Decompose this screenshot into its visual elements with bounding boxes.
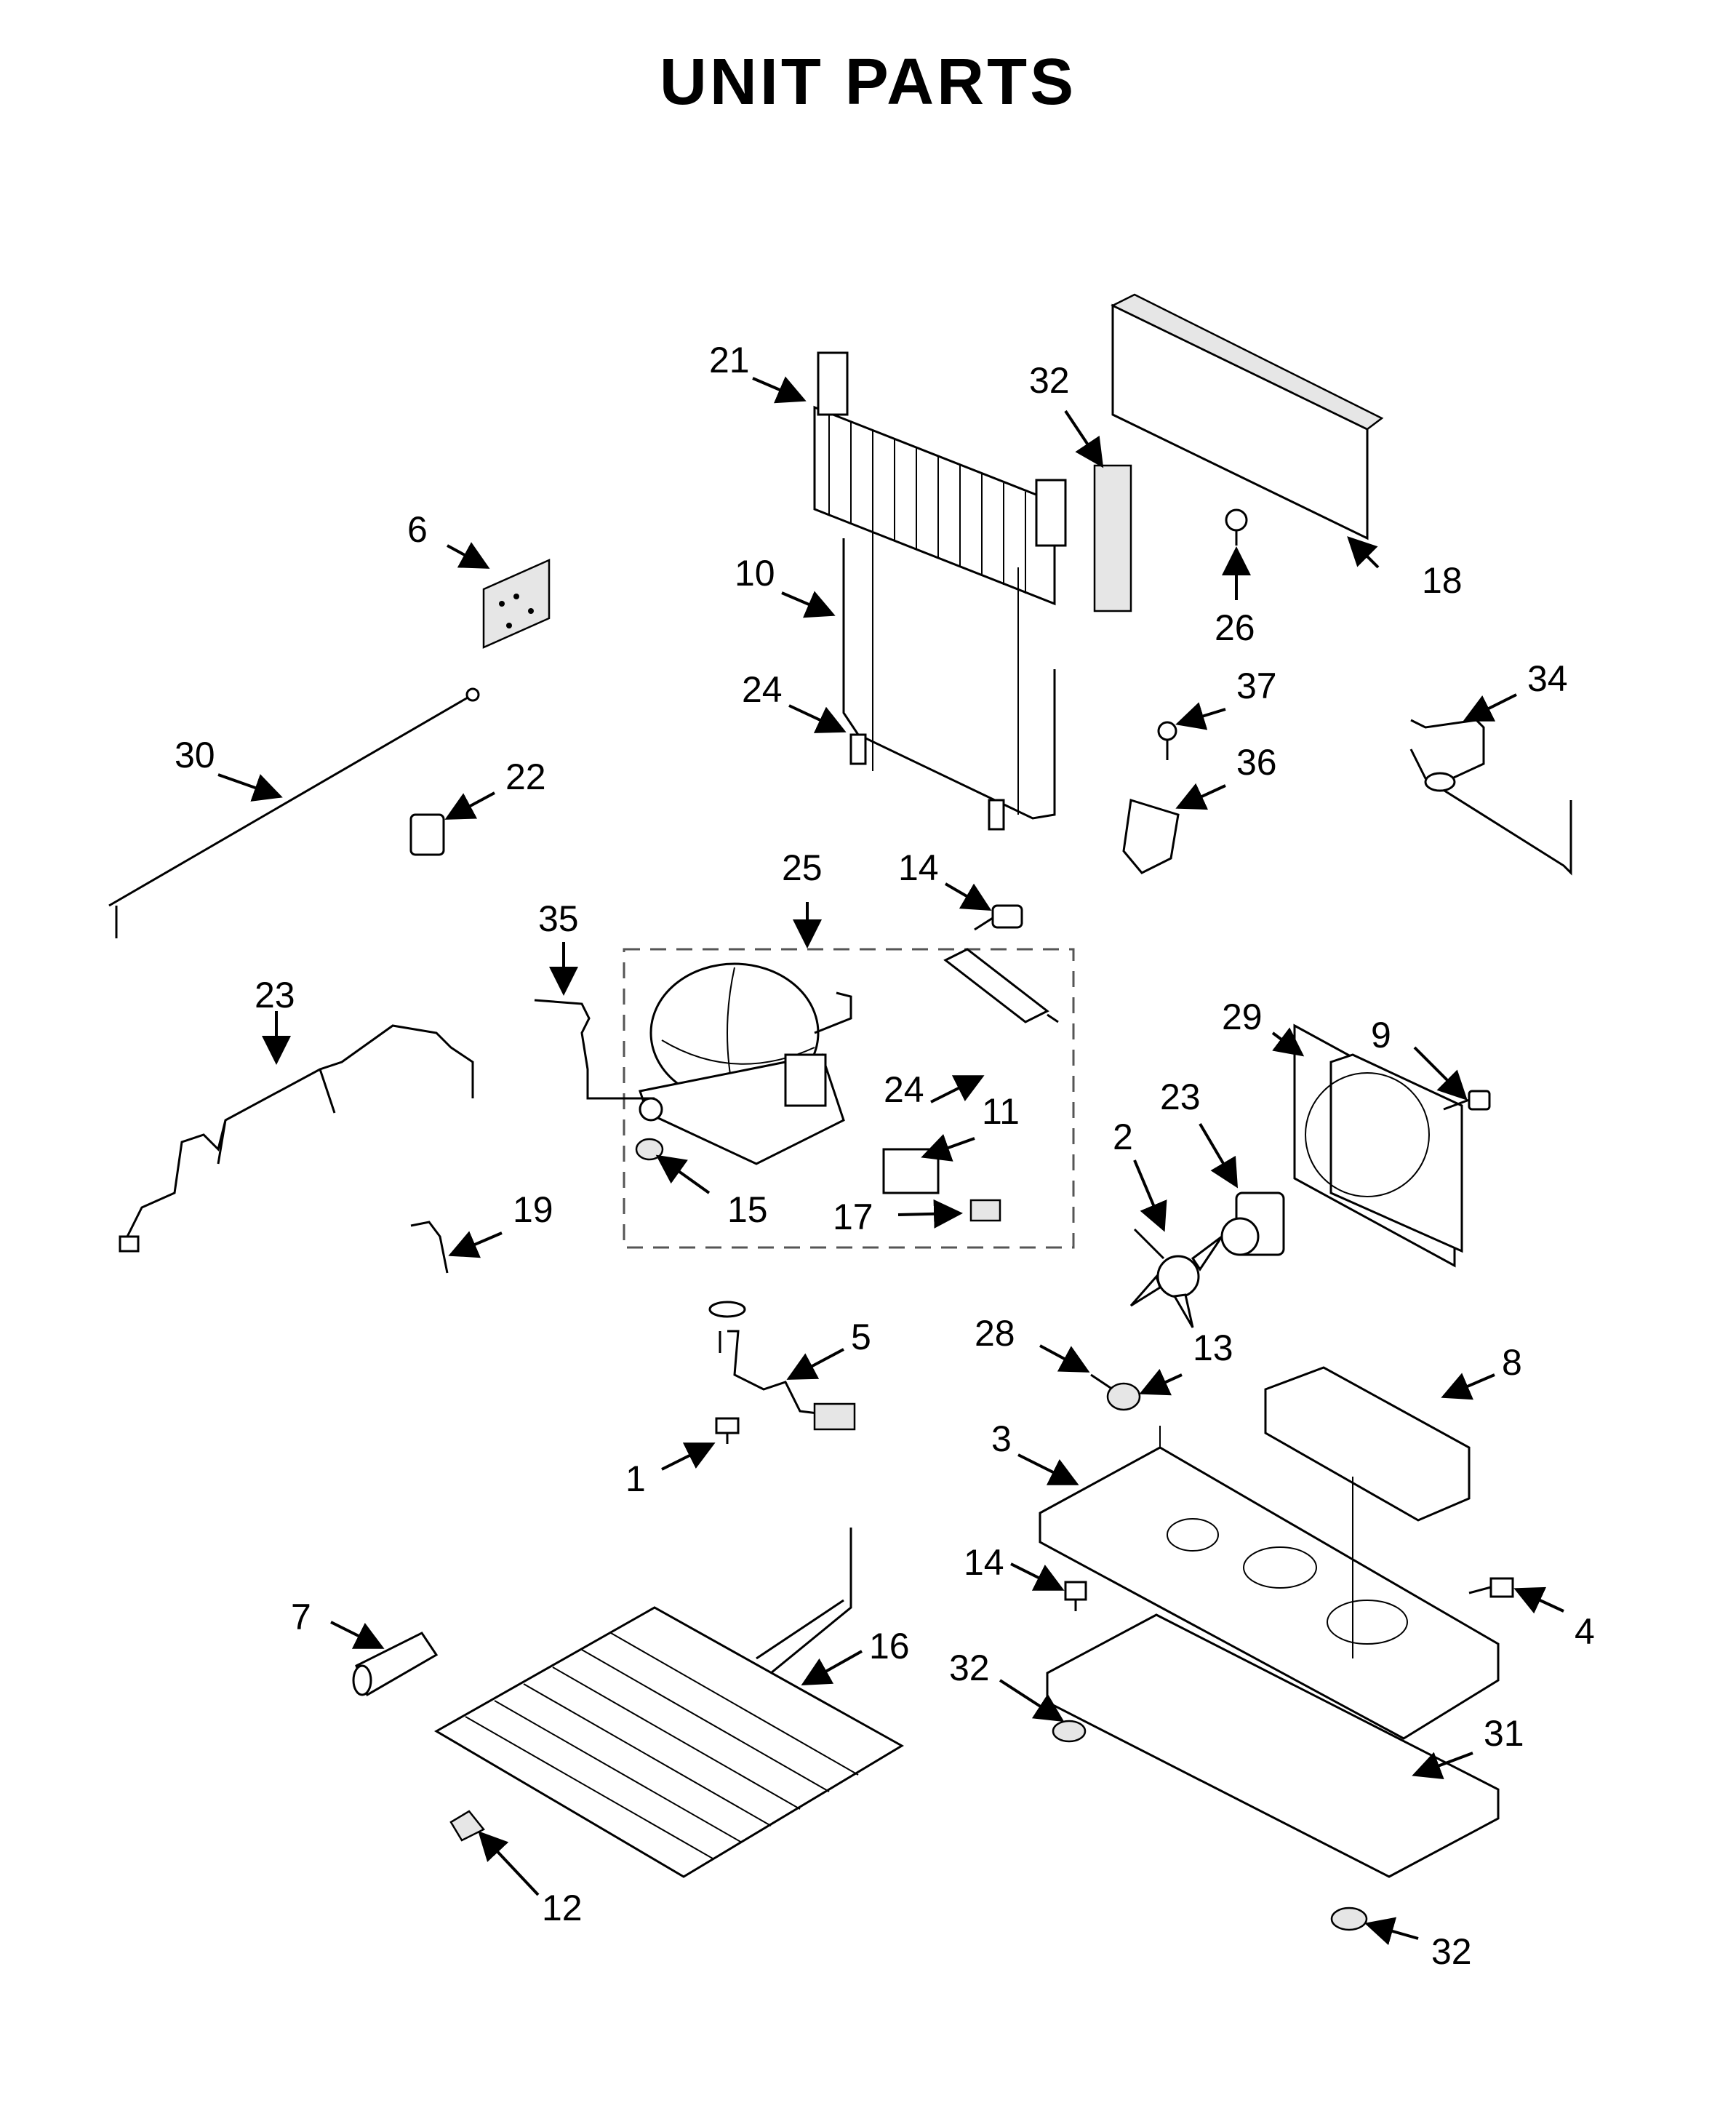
callout-13: 13 bbox=[1193, 1328, 1233, 1368]
relay bbox=[882, 1148, 940, 1194]
callout-37: 37 bbox=[1236, 666, 1277, 706]
wire-harness-30 bbox=[108, 687, 480, 938]
clip-19 bbox=[410, 1221, 449, 1274]
callout-labels: 21 32 18 26 6 10 24 37 36 34 30 22 25 14… bbox=[175, 340, 1595, 1972]
bolt-14-top bbox=[974, 904, 1023, 931]
clip-12 bbox=[449, 1810, 485, 1842]
callout-1: 1 bbox=[625, 1458, 646, 1499]
callout-36: 36 bbox=[1236, 742, 1277, 783]
clip-21 bbox=[409, 813, 445, 856]
callout-32-upper: 32 bbox=[949, 1648, 990, 1688]
callout-16: 16 bbox=[869, 1626, 910, 1666]
callout-2: 2 bbox=[1113, 1117, 1133, 1157]
cover bbox=[1111, 293, 1384, 540]
callout-34: 34 bbox=[1527, 658, 1568, 699]
callout-21: 22 bbox=[505, 756, 546, 797]
tube-assembly bbox=[842, 538, 1056, 820]
callout-11: 11 bbox=[982, 1091, 1020, 1132]
callout-4: 4 bbox=[1575, 1611, 1595, 1652]
control-board bbox=[482, 559, 551, 649]
leader-arrows bbox=[217, 376, 1564, 1946]
insulation-tube bbox=[352, 1632, 439, 1697]
callout-19: 19 bbox=[513, 1189, 553, 1230]
callout-27: 26 bbox=[1215, 607, 1255, 648]
fan-blade bbox=[1129, 1228, 1223, 1328]
callout-5: 5 bbox=[851, 1317, 871, 1357]
callout-10: 10 bbox=[735, 553, 775, 594]
foot-32-lower bbox=[1330, 1907, 1368, 1931]
screw-4 bbox=[1468, 1577, 1514, 1598]
overload-cap bbox=[969, 1199, 1001, 1222]
callout-23: 24 bbox=[742, 669, 783, 710]
foot-32-upper bbox=[1052, 1720, 1087, 1743]
callout-22: 23 bbox=[1160, 1077, 1201, 1117]
callout-30: 30 bbox=[175, 735, 215, 775]
grommet-13 bbox=[1106, 1382, 1141, 1411]
strap-35 bbox=[534, 999, 655, 1100]
page-title: UNIT PARTS bbox=[659, 46, 1077, 119]
bolt-9 bbox=[1443, 1090, 1491, 1111]
screw-1 bbox=[715, 1417, 740, 1444]
tray-bracket bbox=[1264, 1366, 1471, 1522]
pin-28 bbox=[1090, 1373, 1113, 1391]
callout-24: 23 bbox=[255, 975, 295, 1015]
callout-17: 17 bbox=[833, 1197, 873, 1237]
screw-27 bbox=[1225, 508, 1248, 546]
fan-shroud bbox=[1293, 1023, 1463, 1268]
drain-tube bbox=[719, 1330, 830, 1416]
callout-31: 31 bbox=[1484, 1713, 1524, 1754]
grommet bbox=[635, 1138, 664, 1161]
condenser bbox=[813, 351, 1067, 815]
callout-33: 32 bbox=[1029, 360, 1070, 401]
bolt-14-lower bbox=[1064, 1581, 1087, 1611]
wiring-harness-24 bbox=[122, 1024, 474, 1245]
evaporator bbox=[434, 1528, 904, 1878]
callout-32-lower: 32 bbox=[1431, 1931, 1472, 1972]
callout-35: 35 bbox=[538, 898, 579, 939]
callout-25: 24 bbox=[884, 1069, 924, 1110]
callout-7: 7 bbox=[291, 1597, 311, 1637]
bracket-36 bbox=[1122, 721, 1180, 874]
callout-3: 3 bbox=[991, 1418, 1012, 1459]
base-plate bbox=[1039, 1426, 1500, 1740]
callout-28: 28 bbox=[975, 1313, 1015, 1354]
callout-6: 6 bbox=[407, 509, 428, 550]
callout-14-lower: 14 bbox=[964, 1542, 1004, 1583]
callout-29: 29 bbox=[1222, 997, 1263, 1037]
callout-18: 18 bbox=[1422, 560, 1463, 601]
callout-26: 25 bbox=[782, 847, 823, 888]
drier bbox=[943, 948, 1059, 1023]
callout-12: 12 bbox=[542, 1888, 583, 1928]
callout-9: 9 bbox=[1371, 1015, 1391, 1055]
gasket bbox=[1093, 464, 1132, 612]
callout-8: 8 bbox=[1502, 1342, 1522, 1383]
compressor bbox=[639, 962, 852, 1165]
callout-14-top: 14 bbox=[898, 847, 939, 888]
callout-15: 15 bbox=[727, 1189, 768, 1230]
tube-34 bbox=[1409, 719, 1572, 876]
callout-20: 21 bbox=[709, 340, 750, 380]
fan-motor bbox=[1220, 1191, 1285, 1256]
